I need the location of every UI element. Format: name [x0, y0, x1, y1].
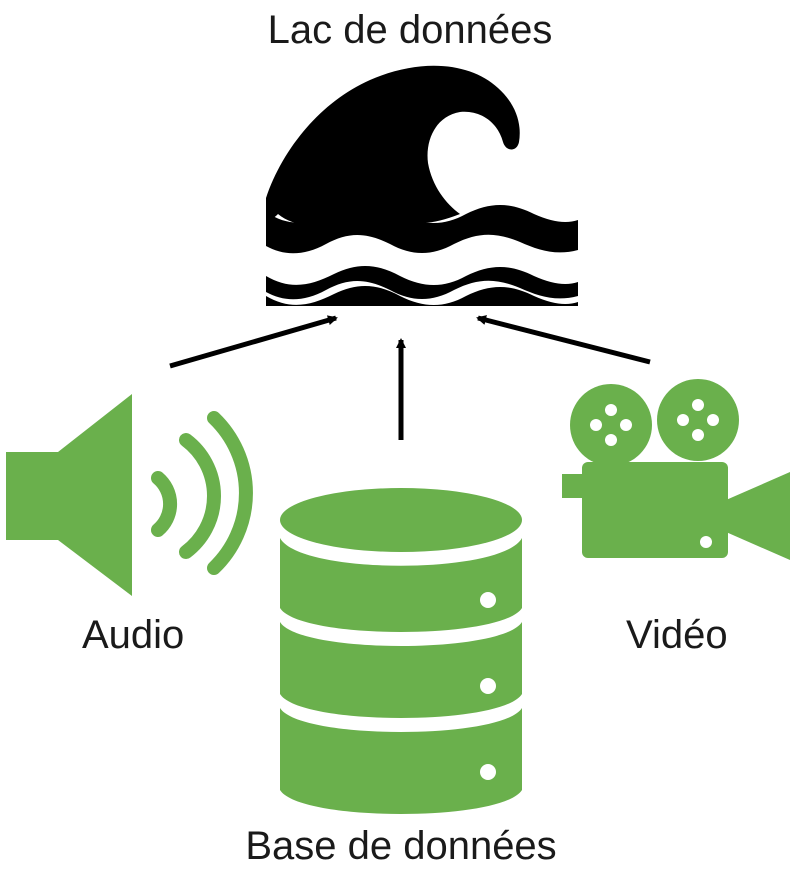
movie-camera-icon [562, 379, 790, 560]
video-label: Vidéo [626, 613, 728, 657]
data-lake-title: Lac de données [267, 8, 553, 52]
database-label: Base de données [245, 824, 557, 868]
arrow-video-to-lake [476, 315, 651, 365]
arrow-audio-to-lake [169, 315, 338, 369]
database-icon [280, 488, 522, 814]
audio-label: Audio [82, 613, 185, 657]
wave-icon [266, 65, 578, 306]
speaker-icon [6, 394, 253, 596]
